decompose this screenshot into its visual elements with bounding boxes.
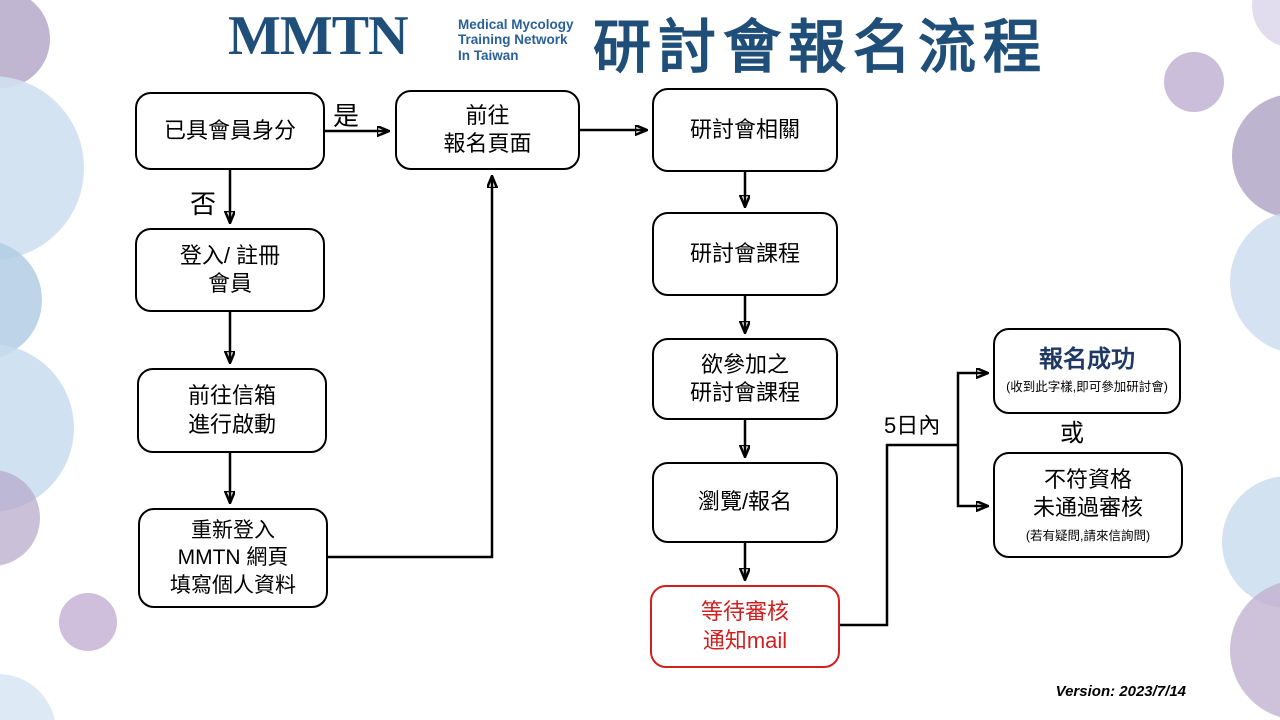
flow-box-label: 研討會相關: [689, 116, 800, 142]
flow-box-label: 前往 報名頁面: [443, 102, 532, 156]
label-no: 否: [190, 189, 217, 219]
success-title: 報名成功: [1039, 345, 1135, 373]
logo-subtitle: Medical Mycology Training Network In Tai…: [458, 17, 574, 63]
line-wait-branch: [840, 443, 958, 627]
flow-box-login-register: 登入/ 註冊 會員: [135, 228, 325, 312]
flow-box-registration-success: 報名成功 (收到此字樣,即可參加研討會): [993, 328, 1181, 414]
arrow-branch-rejected: [956, 445, 987, 506]
flow-box-not-qualified: 不符資格 未通過審核 (若有疑問,請來信詢問): [993, 452, 1183, 558]
decor-circle: [59, 593, 117, 651]
success-note: (收到此字樣,即可參加研討會): [1006, 380, 1168, 395]
rejected-note: (若有疑問,請來信詢問): [1025, 529, 1151, 544]
flow-box-seminar-course: 研討會課程: [652, 212, 838, 296]
arrow-branch-success: [956, 373, 987, 445]
flow-box-label: 重新登入 MMTN 網頁 填寫個人資料: [170, 519, 296, 597]
flow-box-wait-review: 等待審核 通知mail: [650, 585, 840, 668]
flow-box-label: 瀏覽/報名: [697, 489, 793, 515]
flow-box-label: 研討會課程: [689, 240, 800, 266]
decor-circle: [1164, 52, 1224, 112]
mmtn-logo: MMTN: [228, 5, 409, 67]
rejected-text: 不符資格 未通過審核: [1032, 466, 1143, 520]
flow-box-label: 登入/ 註冊 會員: [179, 242, 281, 296]
flow-box-browse-register: 瀏覽/報名: [652, 462, 838, 543]
flow-box-goto-registration-page: 前往 報名頁面: [395, 90, 580, 170]
flow-box-label: 欲參加之 研討會課程: [689, 351, 800, 405]
flow-box-member: 已具會員身分: [135, 92, 325, 170]
label-within-5-days: 5日內: [884, 413, 941, 438]
flow-box-relogin: 重新登入 MMTN 網頁 填寫個人資料: [138, 508, 328, 608]
flow-box-seminar-related: 研討會相關: [652, 88, 838, 172]
arrow-relogin-gotopage: [328, 177, 492, 559]
page-title: 研討會報名流程: [593, 15, 1049, 80]
flow-box-label: 等待審核 通知mail: [700, 599, 789, 653]
flow-box-desired-course: 欲參加之 研討會課程: [652, 338, 838, 420]
label-yes: 是: [333, 101, 360, 131]
label-or: 或: [1060, 420, 1084, 447]
flow-box-label: 前往信箱 進行啟動: [187, 383, 276, 437]
flow-box-mailbox-activate: 前往信箱 進行啟動: [137, 368, 327, 453]
flow-box-label: 已具會員身分: [163, 117, 296, 143]
version-text: Version: 2023/7/14: [1055, 683, 1186, 700]
